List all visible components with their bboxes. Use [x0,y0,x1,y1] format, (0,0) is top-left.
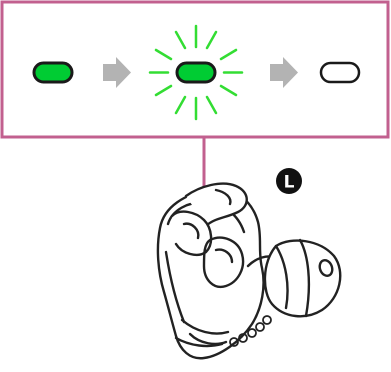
indicator-off [321,63,359,82]
indicator-flash-body [177,63,215,82]
indicator-sequence-panel [2,2,388,137]
earbud-illustration [158,184,340,359]
indicator-lit [34,63,72,82]
side-badge-label: L [284,173,295,193]
side-badge: L [276,168,302,194]
ear-tip [265,241,340,317]
